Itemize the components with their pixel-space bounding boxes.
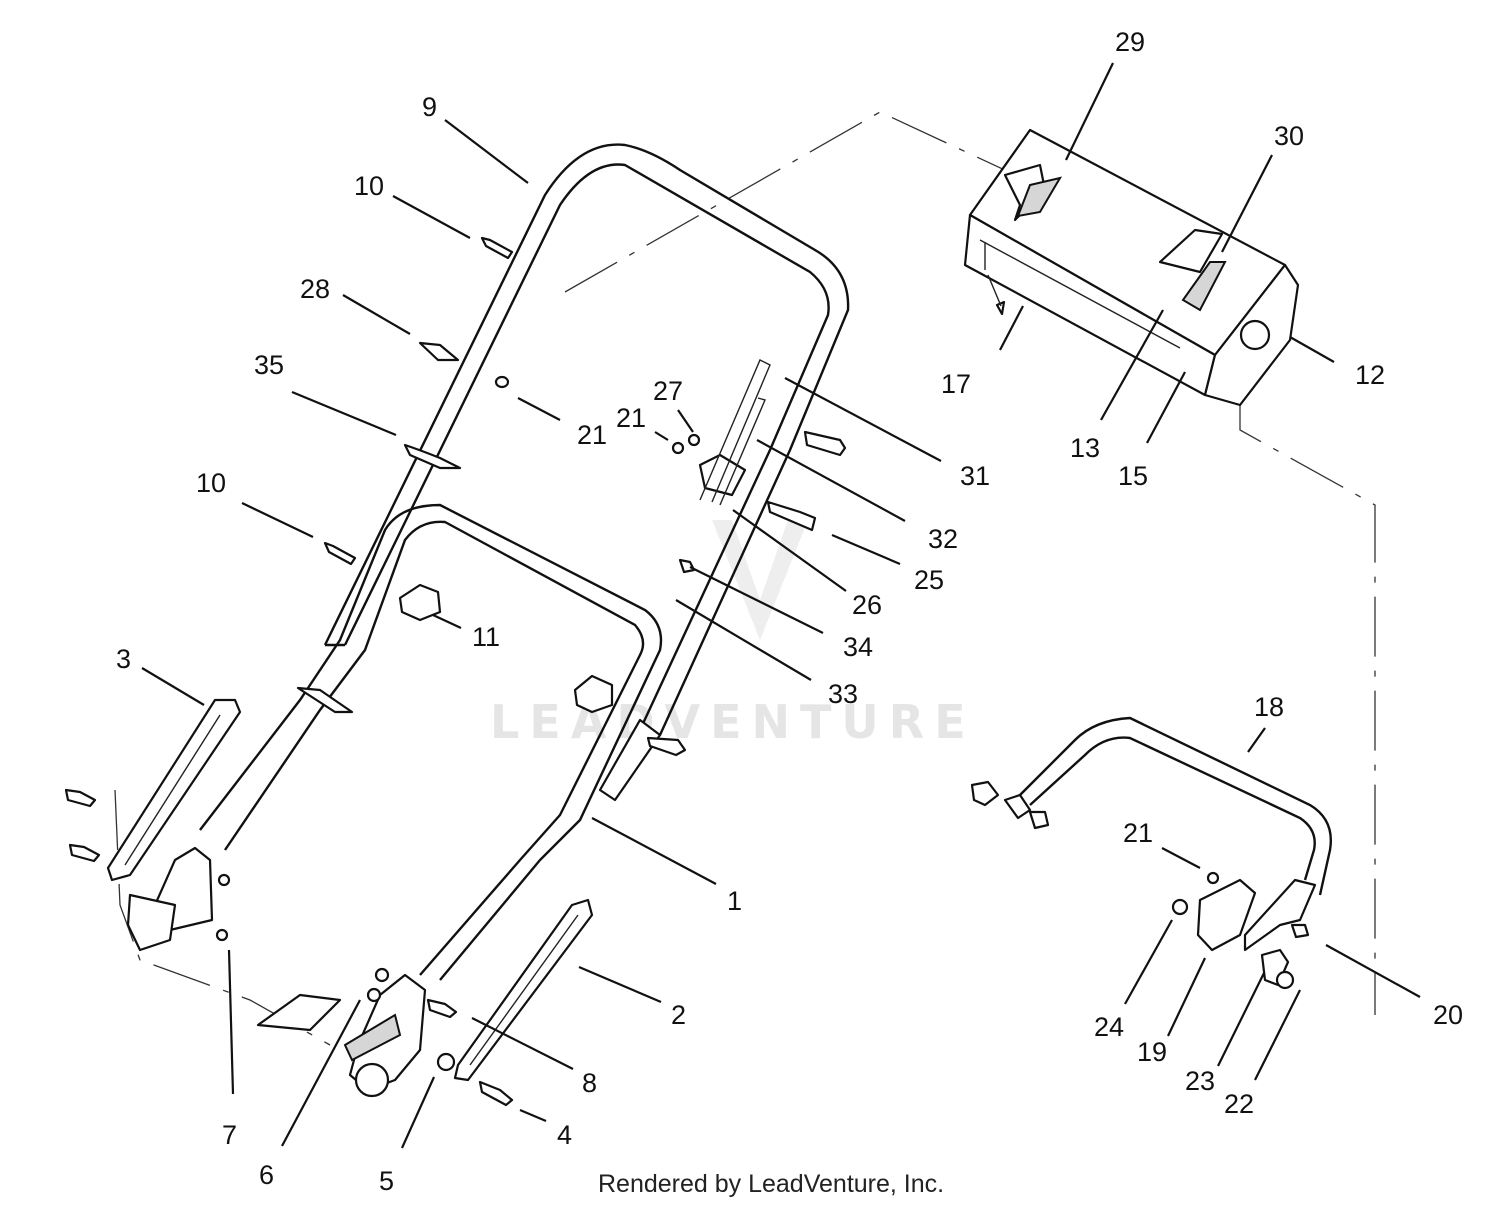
callout-17: 17 [941,369,971,399]
callout-9: 9 [422,92,437,122]
callout-25: 25 [914,565,944,595]
control-panel [963,128,1300,407]
credit-text: Rendered by LeadVenture, Inc. [598,1170,944,1198]
bail-assembly [970,716,1332,990]
callout-10-upper: 10 [354,171,384,201]
left-rod [64,698,242,942]
bolts [323,236,847,757]
callout-21-handle: 21 [577,420,607,450]
callout-3: 3 [116,644,131,674]
callout-8: 8 [582,1068,597,1098]
callout-4: 4 [557,1120,572,1150]
callout-12: 12 [1355,360,1385,390]
callout-31: 31 [960,461,990,491]
callout-1: 1 [727,886,742,916]
callout-32: 32 [928,524,958,554]
right-rod [426,898,594,1107]
callout-28: 28 [300,274,330,304]
callout-21-bracket: 21 [616,403,646,433]
cable-clips [296,341,462,714]
left-bracket [126,846,342,1032]
height-adjuster [343,967,427,1098]
watermark: LEADVENTURE [490,520,976,749]
callout-23: 23 [1185,1066,1215,1096]
callout-5: 5 [379,1166,394,1196]
callout-24: 24 [1094,1012,1124,1042]
callout-29: 29 [1115,27,1145,57]
callout-7: 7 [222,1120,237,1150]
callout-20: 20 [1433,1000,1463,1030]
callout-10-lower: 10 [196,468,226,498]
callout-13: 13 [1070,433,1100,463]
knobs [398,583,614,714]
callout-26: 26 [852,590,882,620]
callout-30: 30 [1274,121,1304,151]
callout-21-bail: 21 [1123,818,1153,848]
callout-35: 35 [254,350,284,380]
callout-33: 33 [828,679,858,709]
callout-27: 27 [653,376,683,406]
callout-22: 22 [1224,1089,1254,1119]
leader-lines [141,62,1421,1149]
callout-labels: 1 2 3 4 5 6 7 8 9 10 10 11 12 13 15 17 1… [116,27,1463,1196]
watermark-text: LEADVENTURE [490,695,976,749]
upper-handle [323,143,850,802]
callout-34: 34 [843,632,873,662]
callout-6: 6 [259,1160,274,1190]
callout-15: 15 [1118,461,1148,491]
callout-2: 2 [671,1000,686,1030]
lower-handle [199,503,663,981]
cable-bracket [671,359,771,574]
callout-11: 11 [472,622,500,652]
callout-19: 19 [1137,1037,1167,1067]
callout-18: 18 [1254,692,1284,722]
